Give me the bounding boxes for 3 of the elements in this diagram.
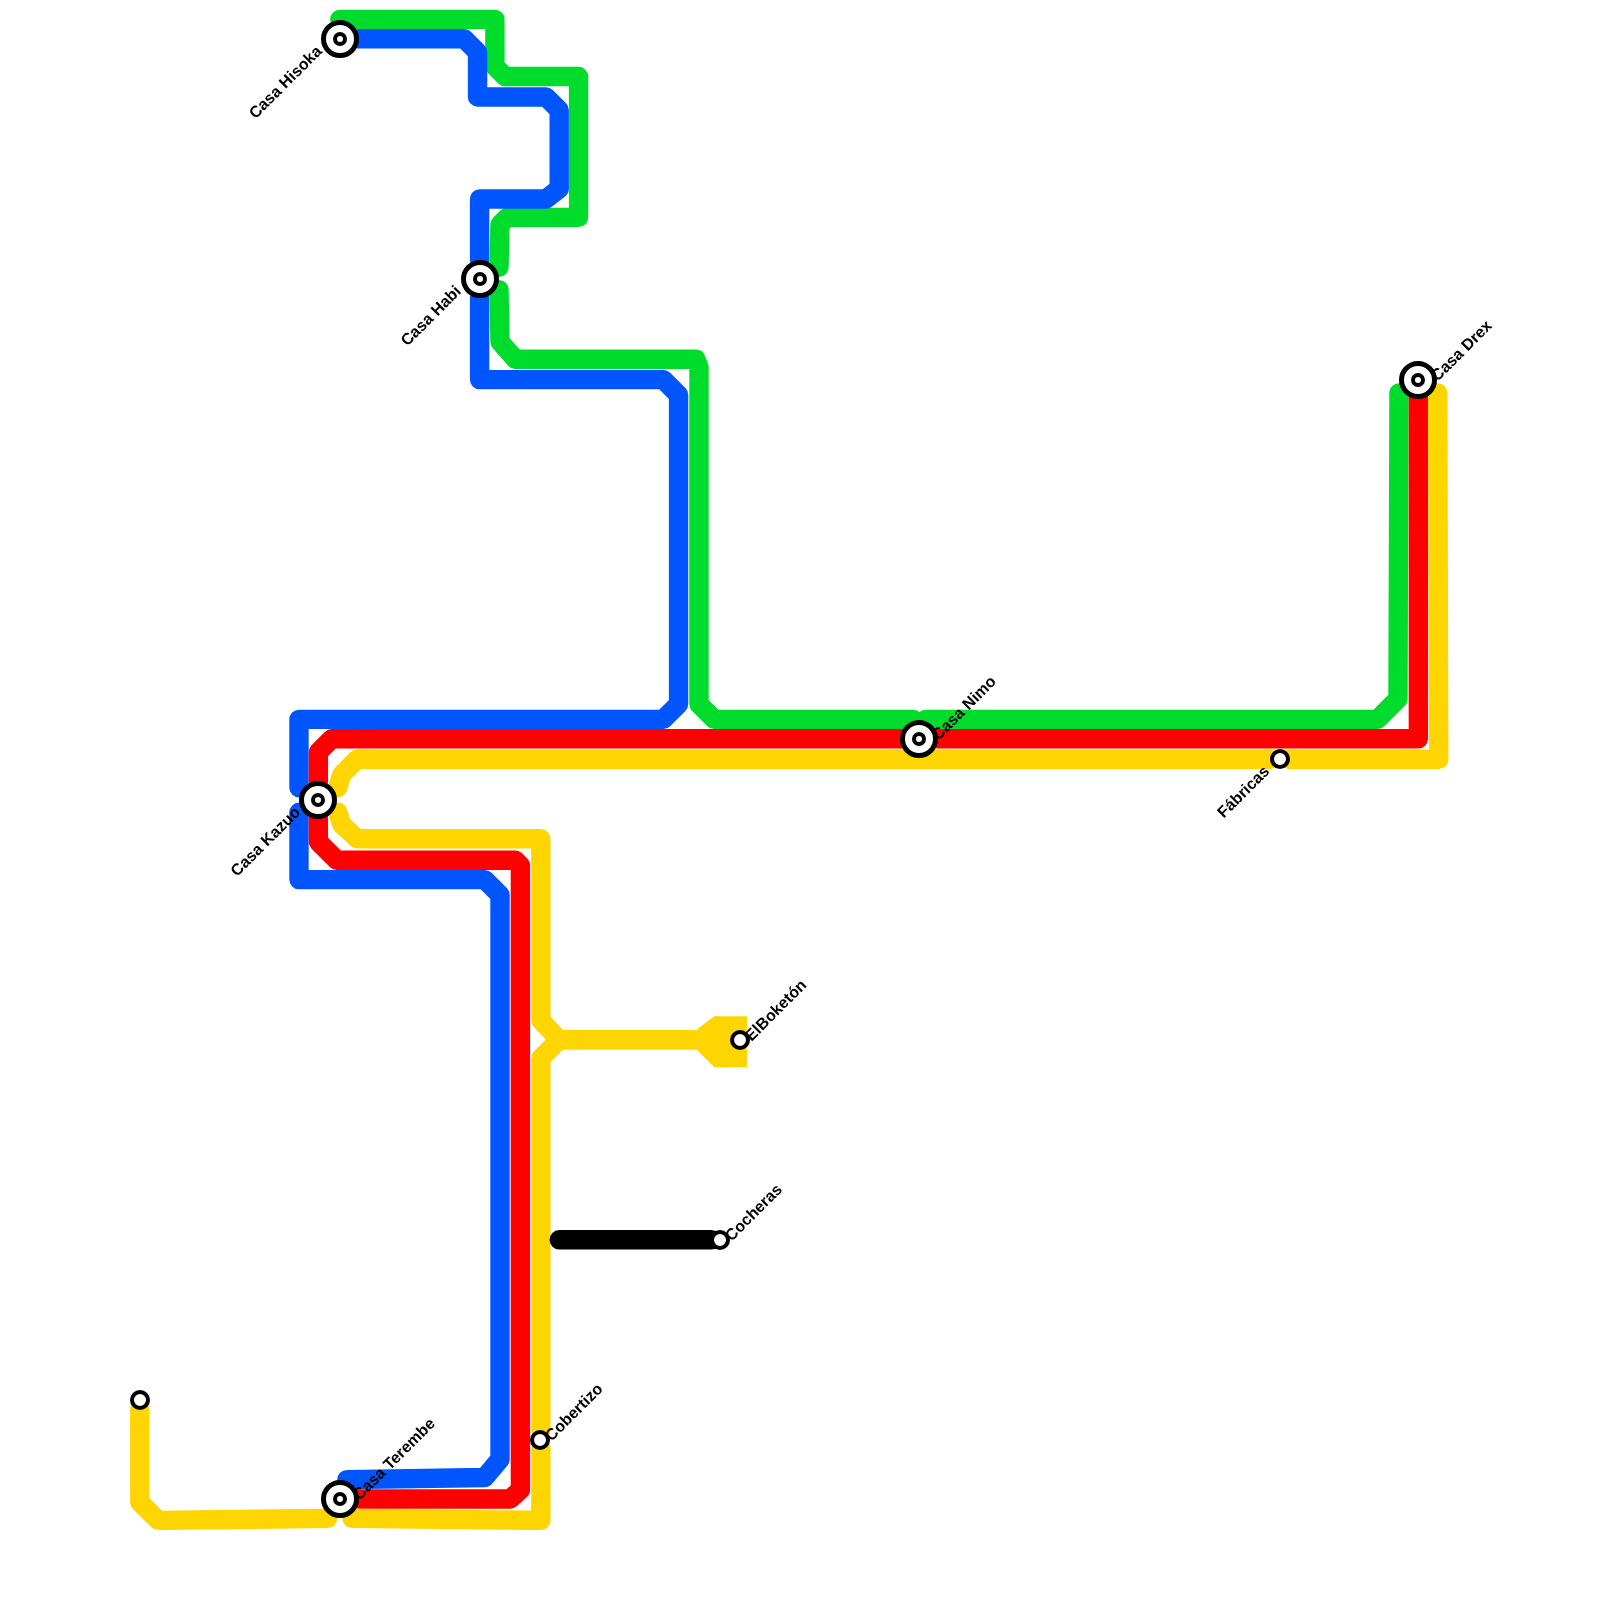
metro-line: [330, 9, 589, 278]
station-marker: [129, 1390, 150, 1410]
metro-line: [289, 802, 510, 1490]
